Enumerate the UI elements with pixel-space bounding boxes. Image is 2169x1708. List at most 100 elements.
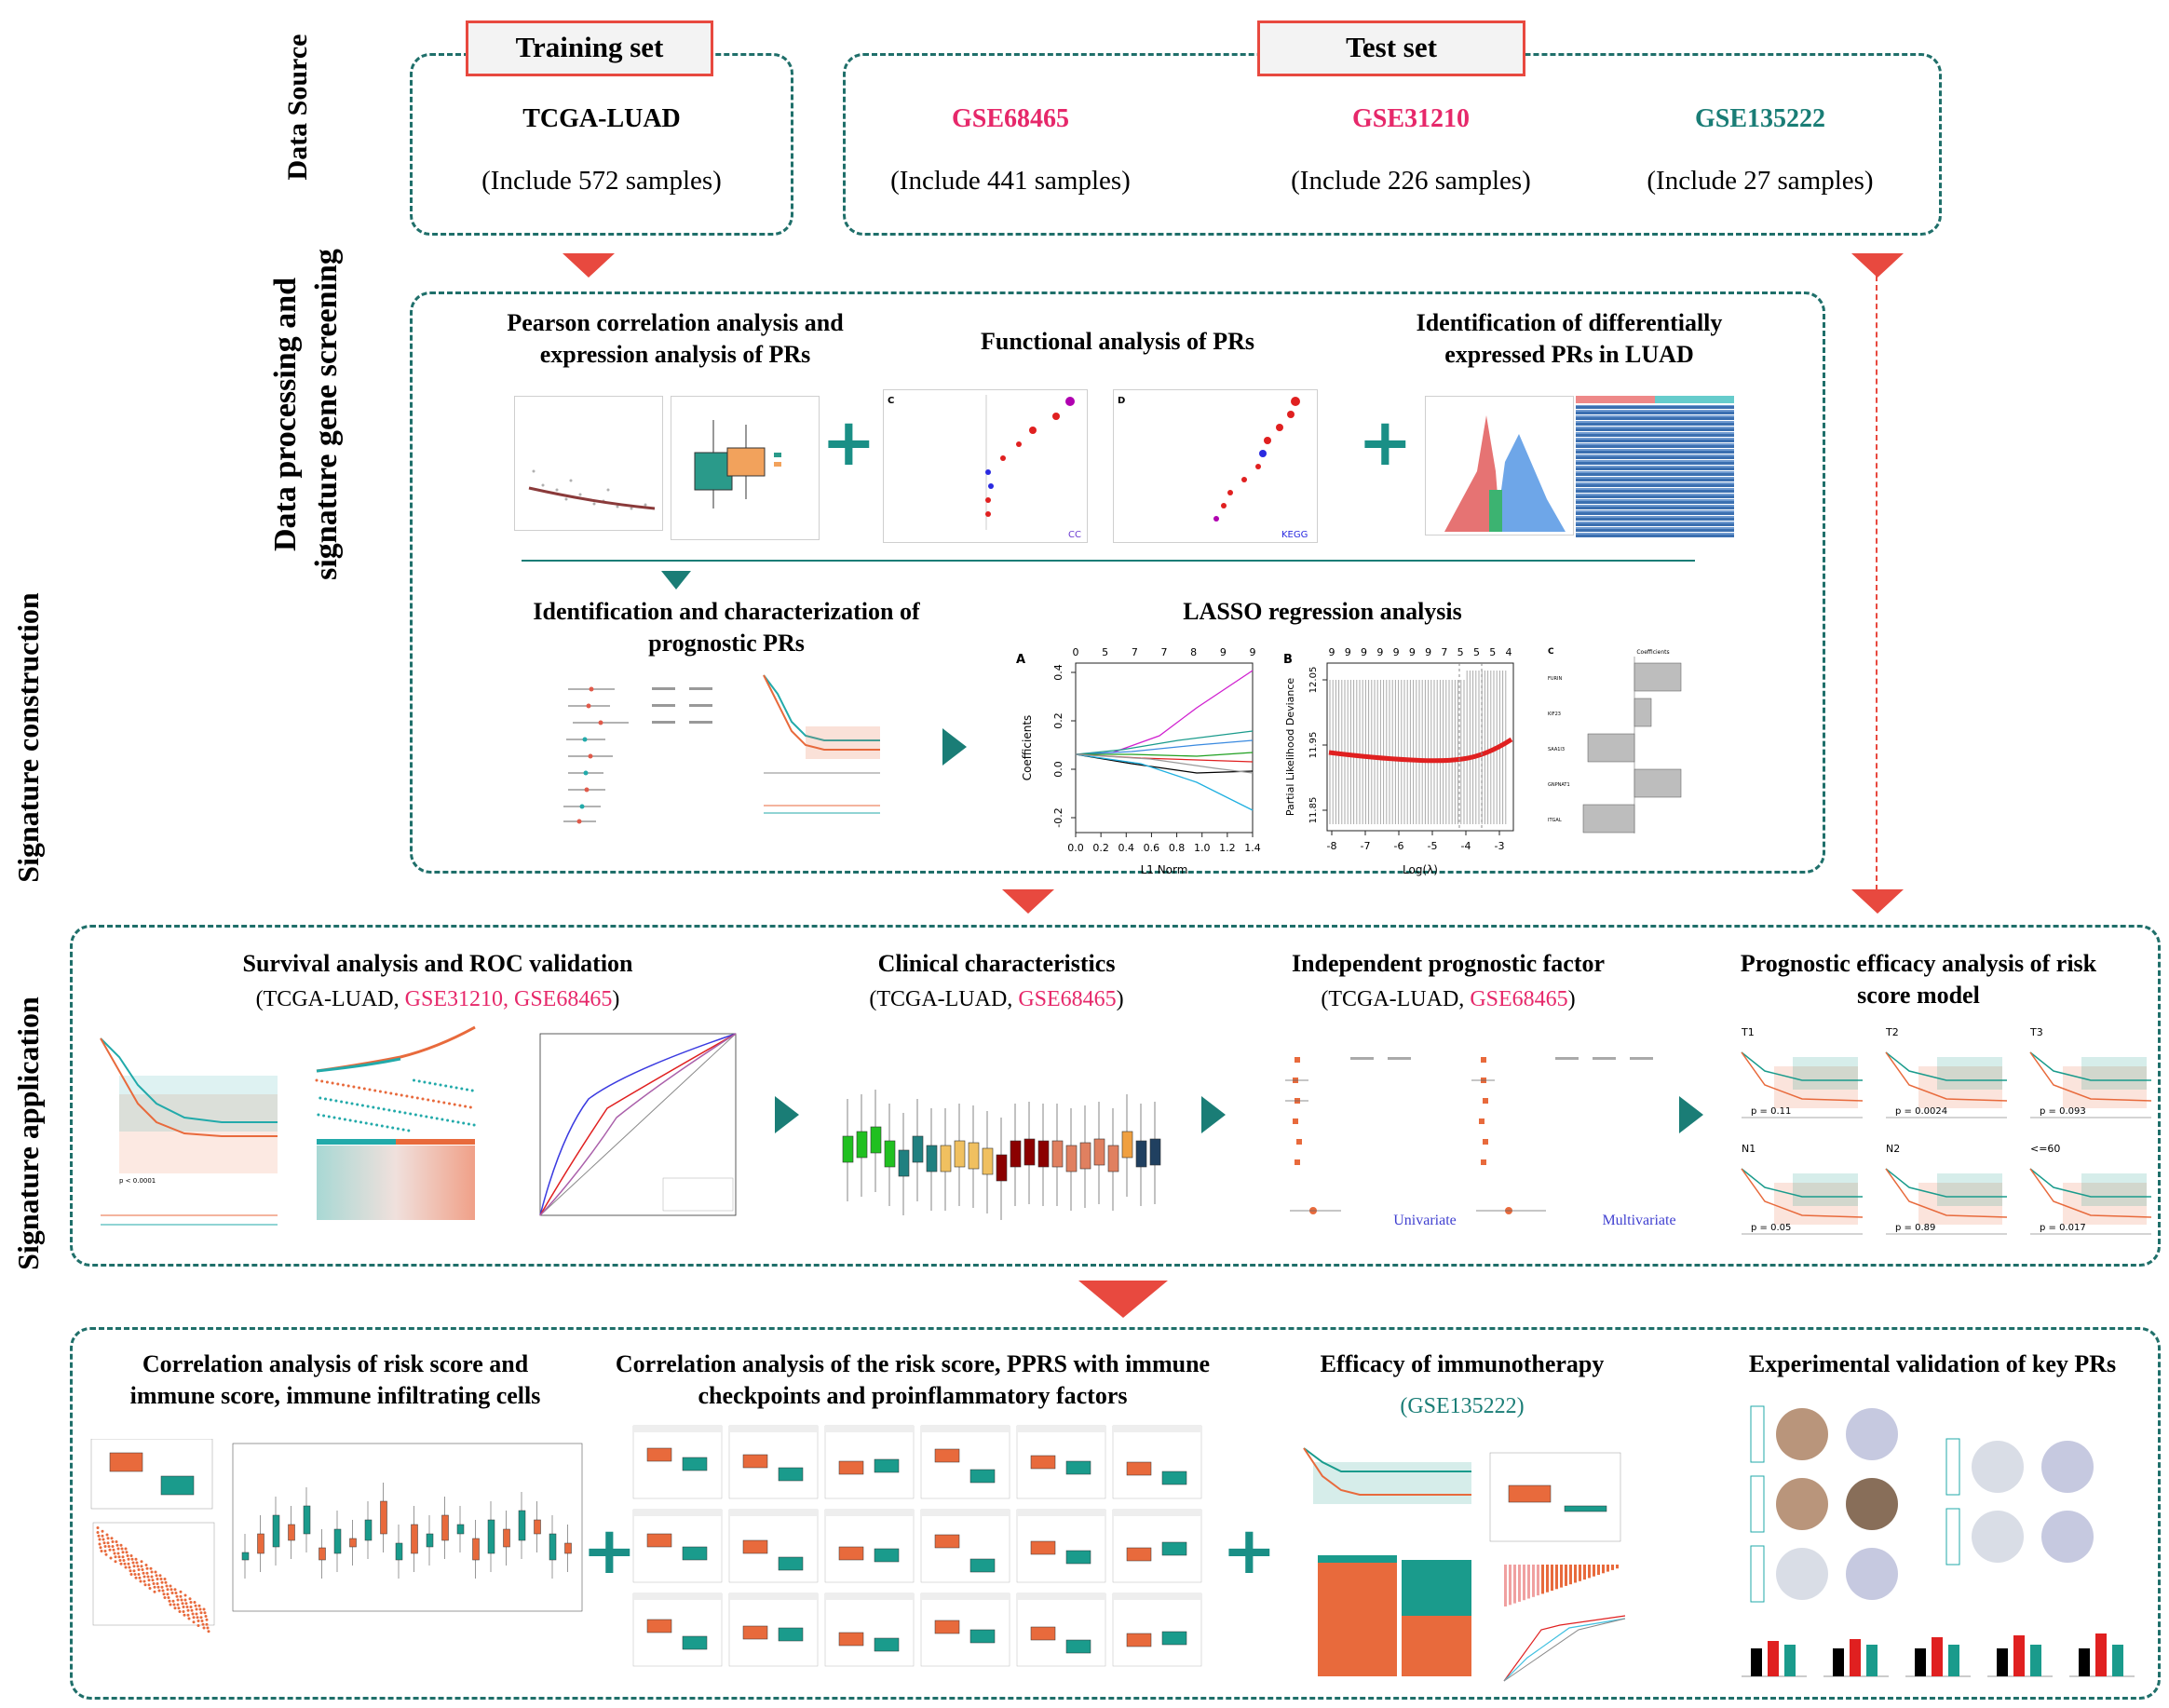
- risk-scatter-dot: [120, 1547, 124, 1551]
- risk-scatter-dot: [186, 1608, 190, 1612]
- risk-scatter-dot: [112, 1548, 115, 1552]
- risk-scatter-dot: [145, 1571, 149, 1575]
- lasso-a-top-tick: 7: [1161, 646, 1168, 658]
- lasso-b-top-tick: 9: [1425, 646, 1431, 658]
- risk-status-dot: [362, 1087, 366, 1091]
- immune-box: [472, 1538, 480, 1561]
- checkpoint-header: [921, 1593, 1010, 1600]
- clinical-box: [926, 1145, 938, 1173]
- risk-status-dot: [415, 1096, 419, 1100]
- test-dataset-gse68465: GSE68465: [951, 104, 1070, 133]
- risk-scatter-dot: [183, 1593, 187, 1597]
- km-curve-low: [1741, 1168, 1863, 1198]
- lasso-b-top-tick: 9: [1329, 646, 1335, 658]
- clinical-box: [1121, 1131, 1133, 1159]
- lasso-path-green: [1076, 752, 1254, 757]
- lasso-a-x-tick: 0.4: [1118, 842, 1135, 854]
- lasso-panel-c-label: C: [1548, 647, 1554, 657]
- immune-box: [549, 1533, 557, 1561]
- risk-scatter-dot: [119, 1562, 123, 1566]
- risk-status-dot: [409, 1112, 413, 1116]
- lasso-cv-curve: [1328, 737, 1513, 764]
- clinical-subtitle-a: (TCGA-LUAD,: [869, 987, 1019, 1011]
- side-label-construction: Signature construction: [11, 592, 45, 883]
- km-curve-high: [1885, 1168, 2008, 1218]
- immuno-stacked-svg: [1318, 1555, 1471, 1676]
- risk-scatter-dot: [103, 1550, 107, 1552]
- arrow-down-processing: [1002, 889, 1054, 914]
- checkpoint-cell: [920, 1509, 1010, 1583]
- coef-gene-label: KIF23: [1548, 712, 1561, 717]
- risk-scatter-dot: [180, 1598, 183, 1602]
- lasso-a-x-tick: 0.2: [1092, 842, 1109, 854]
- risk-scatter-dot: [144, 1564, 148, 1566]
- cc-label: CC: [1068, 530, 1081, 540]
- risk-status-dot: [417, 1079, 421, 1083]
- risk-status-dot: [430, 1116, 433, 1119]
- waterfall-bar: [1565, 1565, 1567, 1586]
- risk-scatter-dot: [184, 1602, 188, 1606]
- risk-scatter-dot: [198, 1607, 202, 1611]
- checkpoint-header: [633, 1426, 722, 1432]
- risk-scatter-dot: [116, 1547, 120, 1551]
- risk-scatter-dot: [139, 1579, 142, 1583]
- risk-status-dot: [400, 1093, 403, 1097]
- risk-status-dot: [466, 1088, 468, 1091]
- clinical-box: [870, 1126, 882, 1154]
- risk-scatter-dot: [199, 1611, 203, 1615]
- risk-scatter-dot: [103, 1545, 107, 1548]
- immune-box: [303, 1505, 311, 1535]
- immuno-km-svg: [1303, 1447, 1471, 1504]
- risk-scatter-dot: [138, 1576, 142, 1579]
- risk-score-svg: [315, 1025, 476, 1220]
- checkpoint-header: [1113, 1426, 1201, 1432]
- checkpoint-header: [633, 1593, 722, 1600]
- checkpoint-header: [1113, 1510, 1201, 1516]
- risk-status-dot: [460, 1087, 464, 1091]
- waterfall-bar: [1597, 1565, 1600, 1575]
- risk-scatter-dot: [192, 1620, 196, 1624]
- km-ci-band: [1774, 1183, 1858, 1225]
- risk-status-dot: [437, 1100, 441, 1104]
- risk-scatter-dot: [163, 1578, 167, 1580]
- lasso-a-xlabel: L1 Norm: [1141, 863, 1188, 876]
- risk-scatter-dot: [102, 1538, 105, 1541]
- roc-svg: [539, 1033, 737, 1216]
- checkpoint-cell: [632, 1425, 723, 1499]
- risk-scatter-dot: [202, 1626, 206, 1630]
- risk-status-dot: [451, 1119, 454, 1123]
- test-dataset-gse135222-samples: (Include 27 samples): [1647, 166, 1874, 196]
- lasso-b-y-tick: 12.05: [1308, 667, 1319, 694]
- risk-scatter-dot: [142, 1571, 145, 1575]
- ihc-label-box: [1750, 1545, 1765, 1603]
- risk-scatter-dot: [164, 1580, 168, 1584]
- risk-scatter-dot: [116, 1552, 120, 1555]
- risk-status-dot: [387, 1108, 391, 1112]
- risk-scatter-dot: [201, 1622, 205, 1626]
- checkpoint-box-low: [1065, 1460, 1091, 1475]
- risk-scatter-dot: [101, 1534, 104, 1538]
- risk-scatter-dot: [207, 1630, 210, 1633]
- km-ci-band: [2063, 1183, 2147, 1225]
- clinical-subtitle: (TCGA-LUAD, GSE68465): [820, 987, 1173, 1012]
- lasso-b-frame: [1326, 662, 1514, 832]
- km-curve-high: [1741, 1168, 1864, 1218]
- risk-scatter-dot: [96, 1526, 100, 1529]
- lasso-a-top-tick: 8: [1190, 646, 1197, 658]
- risk-scatter-dot: [122, 1559, 126, 1562]
- km-p-value: p = 0.093: [2040, 1106, 2086, 1117]
- risk-scatter-dot: [117, 1555, 121, 1559]
- risk-scatter-dot: [150, 1570, 154, 1574]
- risk-status-dot: [448, 1102, 451, 1105]
- checkpoint-cell: [1016, 1593, 1106, 1667]
- checkpoint-header: [729, 1426, 818, 1432]
- risk-status-dot: [413, 1113, 417, 1117]
- immune-box: [564, 1542, 572, 1554]
- lasso-b-x-tick: -4: [1461, 840, 1471, 852]
- risk-scatter-dot: [181, 1602, 184, 1606]
- ihc-tissue-normal: [1776, 1408, 1828, 1460]
- clinical-box: [1093, 1138, 1105, 1166]
- km-curve-low: [1885, 1051, 2007, 1081]
- risk-scatter-dot: [133, 1573, 137, 1576]
